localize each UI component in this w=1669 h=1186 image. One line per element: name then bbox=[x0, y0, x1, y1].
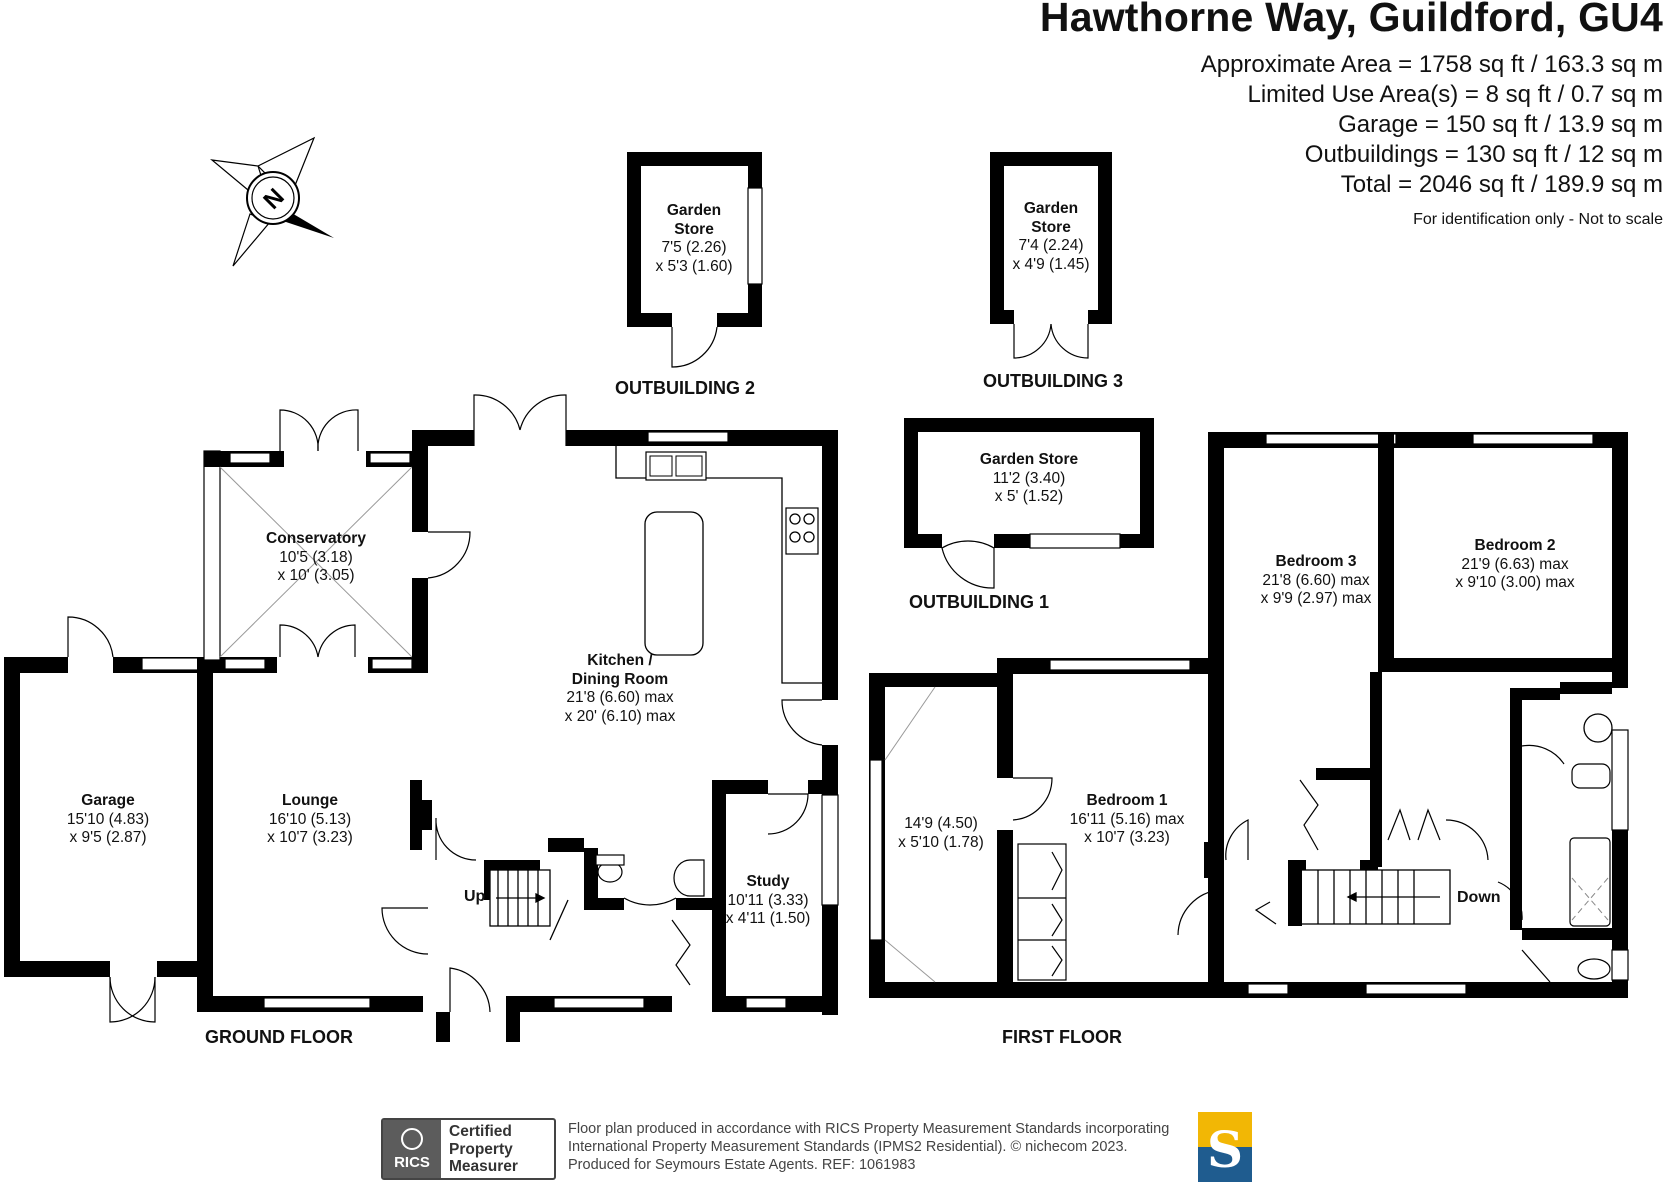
badge-line: Property bbox=[449, 1140, 513, 1158]
badge-line: Measurer bbox=[449, 1158, 518, 1175]
rics-brand: RICS bbox=[394, 1154, 430, 1171]
logo-bottom-band bbox=[1198, 1147, 1252, 1182]
room-name: Garden Store bbox=[666, 202, 722, 238]
room-label-limited-use: 14'9 (4.50) x 5'10 (1.78) bbox=[898, 815, 984, 852]
room-label-bedroom-3: Bedroom 3 21'8 (6.60) max x 9'9 (2.97) m… bbox=[1261, 553, 1372, 609]
room-label-garden-store-1: Garden Store 11'2 (3.40) x 5' (1.52) bbox=[980, 451, 1078, 507]
stairs-down-label: Down bbox=[1457, 889, 1501, 906]
room-label-kitchen: Kitchen / Dining Room 21'8 (6.60) max x … bbox=[565, 652, 676, 726]
room-label-garden-store-2: Garden Store 7'5 (2.26) x 5'3 (1.60) bbox=[655, 202, 732, 276]
room-dimension: x 9'5 (2.87) bbox=[69, 829, 147, 846]
area-total: Total = 2046 sq ft / 189.9 sq m bbox=[1340, 171, 1663, 198]
room-dimension: 10'11 (3.33) bbox=[727, 891, 809, 909]
outbuilding-1-caption: OUTBUILDING 1 bbox=[909, 592, 1050, 612]
room-name: Dining Room bbox=[571, 670, 669, 688]
room-dimension: x 5' (1.52) bbox=[994, 488, 1064, 505]
footer-line: Floor plan produced in accordance with R… bbox=[568, 1121, 1170, 1137]
first-floor-walls bbox=[869, 432, 1629, 998]
scale-disclaimer: For identification only - Not to scale bbox=[1413, 211, 1663, 228]
footer-line: Produced for Seymours Estate Agents. REF… bbox=[568, 1157, 916, 1173]
room-dimension: x 20' (6.10) max bbox=[564, 707, 676, 725]
outbuilding-3-caption: OUTBUILDING 3 bbox=[983, 371, 1124, 391]
room-label-conservatory: Conservatory 10'5 (3.18) x 10' (3.05) bbox=[266, 530, 366, 586]
room-dimension: 14'9 (4.50) bbox=[904, 815, 978, 832]
room-name: Bedroom 2 bbox=[1474, 537, 1556, 554]
room-label-garden-store-3: Garden Store 7'4 (2.24) x 4'9 (1.45) bbox=[1012, 200, 1089, 274]
rics-badge-text: Certified Property Measurer bbox=[449, 1123, 518, 1176]
room-name: Garden Store bbox=[979, 451, 1079, 468]
room-dimension: x 9'9 (2.97) max bbox=[1260, 590, 1372, 607]
area-limited-use: Limited Use Area(s) = 8 sq ft / 0.7 sq m bbox=[1247, 81, 1664, 108]
room-dimension: x 5'10 (1.78) bbox=[898, 833, 984, 851]
stairs-up-label: Up bbox=[464, 888, 486, 905]
property-title: Hawthorne Way, Guildford, GU4 bbox=[1039, 0, 1663, 40]
room-label-study: Study 10'11 (3.33) x 4'11 (1.50) bbox=[726, 873, 811, 929]
seymours-logo: S bbox=[1198, 1112, 1252, 1182]
room-dimension: 21'9 (6.63) max bbox=[1461, 555, 1569, 573]
area-garage: Garage = 150 sq ft / 13.9 sq m bbox=[1338, 111, 1663, 138]
outbuilding-3-walls bbox=[990, 152, 1112, 359]
first-floor-caption: FIRST FLOOR bbox=[1002, 1027, 1122, 1047]
area-outbuildings: Outbuildings = 130 sq ft / 12 sq m bbox=[1304, 141, 1663, 168]
room-name: Garden Store bbox=[1023, 200, 1079, 236]
room-dimension: x 10' (3.05) bbox=[277, 567, 355, 584]
room-dimension: x 10'7 (3.23) bbox=[1084, 829, 1170, 846]
room-name: Study bbox=[746, 873, 790, 890]
footer-line: International Property Measurement Stand… bbox=[568, 1139, 1128, 1155]
room-name: Bedroom 1 bbox=[1086, 792, 1168, 809]
outbuilding-1-walls bbox=[904, 418, 1154, 589]
room-dimension: 21'8 (6.60) max bbox=[566, 689, 674, 706]
room-dimension: 11'2 (3.40) bbox=[992, 469, 1066, 487]
room-dimension: 10'5 (3.18) bbox=[279, 548, 353, 566]
outbuilding-2-caption: OUTBUILDING 2 bbox=[615, 378, 756, 398]
room-label-bedroom-1: Bedroom 1 16'11 (5.16) max x 10'7 (3.23) bbox=[1070, 792, 1185, 848]
room-name: Bedroom 3 bbox=[1275, 553, 1357, 570]
room-label-lounge: Lounge 16'10 (5.13) x 10'7 (3.23) bbox=[267, 792, 353, 848]
area-approximate: Approximate Area = 1758 sq ft / 163.3 sq… bbox=[1200, 51, 1663, 78]
footer-notes: Floor plan produced in accordance with R… bbox=[568, 1120, 1169, 1174]
ground-floor-caption: GROUND FLOOR bbox=[205, 1027, 353, 1047]
outbuilding-2-walls bbox=[627, 152, 763, 368]
room-name: Lounge bbox=[282, 792, 338, 809]
room-dimension: x 4'9 (1.45) bbox=[1012, 255, 1090, 273]
rics-emblem-icon bbox=[401, 1128, 423, 1150]
footer: RICS Certified Property Measurer Floor p… bbox=[381, 1112, 1291, 1182]
room-dimension: x 10'7 (3.23) bbox=[267, 829, 353, 846]
room-dimension: 21'8 (6.60) max bbox=[1262, 571, 1370, 589]
room-dimension: x 4'11 (1.50) bbox=[725, 910, 811, 927]
logo-top-band bbox=[1198, 1112, 1252, 1147]
room-dimension: x 9'10 (3.00) max bbox=[1455, 574, 1575, 591]
room-label-garage: Garage 15'10 (4.83) x 9'5 (2.87) bbox=[67, 792, 149, 848]
ground-floor-walls bbox=[4, 394, 839, 1042]
room-name: Garage bbox=[81, 792, 135, 809]
badge-line: Certified bbox=[449, 1123, 512, 1140]
room-dimension: 15'10 (4.83) bbox=[66, 810, 150, 828]
room-dimension: 7'4 (2.24) bbox=[1018, 237, 1084, 254]
room-dimension: 7'5 (2.26) bbox=[661, 239, 727, 256]
room-name: Conservatory bbox=[266, 530, 366, 547]
logo-letter: S bbox=[1207, 1120, 1243, 1179]
room-dimension: 16'11 (5.16) max bbox=[1069, 810, 1185, 828]
north-compass-icon: N bbox=[210, 136, 334, 267]
room-dimension: 16'10 (5.13) bbox=[268, 810, 352, 828]
rics-certified-badge: RICS Certified Property Measurer bbox=[381, 1118, 556, 1180]
room-name: Kitchen / bbox=[587, 652, 653, 669]
room-dimension: x 5'3 (1.60) bbox=[655, 257, 733, 275]
room-label-bedroom-2: Bedroom 2 21'9 (6.63) max x 9'10 (3.00) … bbox=[1455, 537, 1574, 593]
rics-logo: RICS bbox=[383, 1120, 441, 1178]
